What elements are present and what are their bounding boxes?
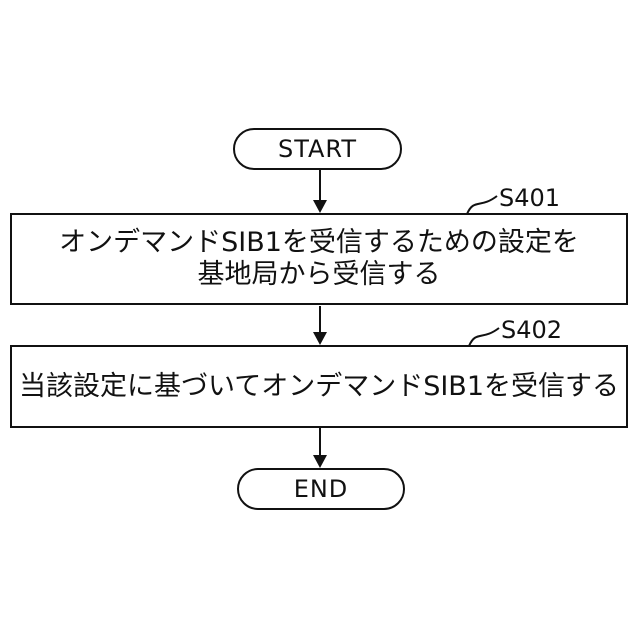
arrow-head-icon <box>313 200 327 213</box>
end-terminal: END <box>237 468 405 510</box>
arrow-shaft <box>319 170 321 201</box>
arrow-shaft <box>319 306 321 333</box>
leader-line-s401 <box>466 195 498 215</box>
arrow-head-icon <box>313 332 327 345</box>
arrow-head-icon <box>313 455 327 468</box>
process-s402-line1: 当該設定に基づいてオンデマンドSIB1を受信する <box>19 370 619 402</box>
process-step-s402: 当該設定に基づいてオンデマンドSIB1を受信する <box>10 345 628 428</box>
step-ref-s401: S401 <box>499 184 561 212</box>
start-label: START <box>277 135 358 163</box>
start-terminal: START <box>233 128 402 170</box>
process-step-s401: オンデマンドSIB1を受信するための設定を 基地局から受信する <box>10 213 628 305</box>
process-s401-line1: オンデマンドSIB1を受信するための設定を <box>59 227 579 258</box>
leader-line-s402 <box>468 327 500 347</box>
step-ref-s402: S402 <box>501 316 563 344</box>
arrow-shaft <box>319 428 321 456</box>
process-s401-line2: 基地局から受信する <box>197 259 441 290</box>
end-label: END <box>293 475 349 503</box>
